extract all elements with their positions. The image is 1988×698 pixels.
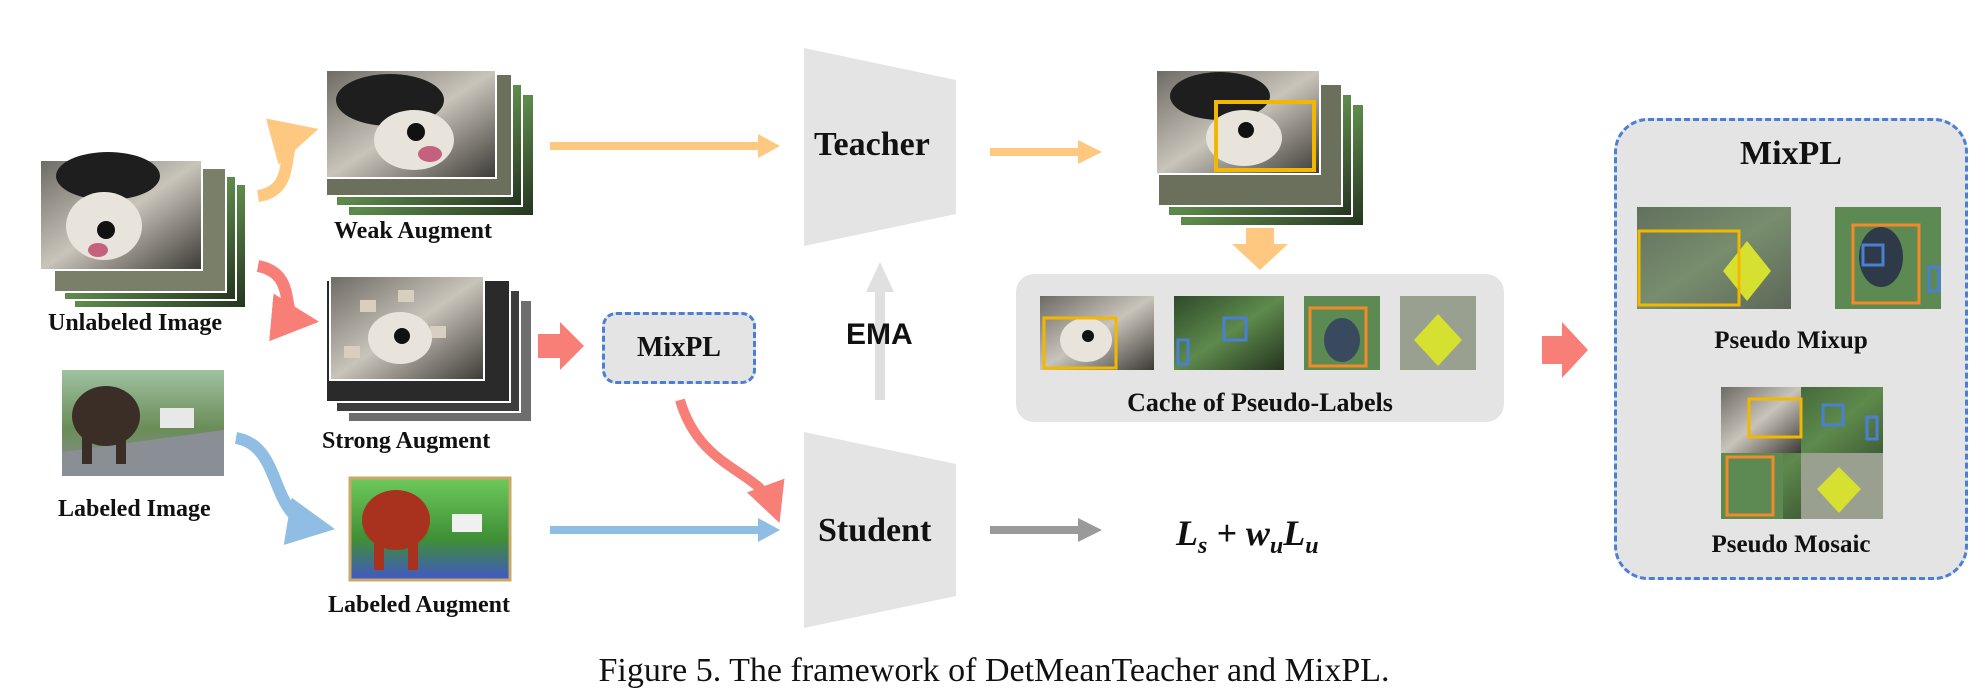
formula-w: w [1245, 513, 1270, 553]
arrowhead-teacher-to-prediction [1078, 140, 1102, 164]
arrow-unlabeled-to-weak [256, 118, 319, 202]
block-arrow-strong-to-mixpl [538, 322, 584, 370]
mixpl-thumbnails [1637, 207, 1941, 519]
loss-formula: Ls + wuLu [1176, 512, 1319, 560]
labeled-image-label: Labeled Image [58, 496, 211, 522]
pseudo-mosaic-label: Pseudo Mosaic [1711, 531, 1871, 558]
weak-augment-label: Weak Augment [334, 218, 493, 244]
formula-sub-u2: u [1305, 533, 1319, 560]
arrow-mixpl-to-student [675, 398, 785, 524]
cache-thumbnails [1040, 296, 1476, 370]
mixpl-panel-title: MixPL [1740, 135, 1842, 172]
strong-augment-label: Strong Augment [322, 428, 491, 454]
arrow-unlabeled-to-strong [256, 260, 320, 342]
cache-thumb-dog [1040, 296, 1154, 370]
labeled-image [62, 370, 224, 476]
unlabeled-image-label: Unlabeled Image [48, 310, 222, 336]
teacher-network [804, 48, 956, 246]
mixpl-module-label: MixPL [637, 332, 721, 363]
pseudo-label-cache [1016, 274, 1504, 422]
arrowhead-labeled-to-student [758, 518, 780, 542]
student-network [804, 432, 956, 628]
labeled-augment-label: Labeled Augment [328, 592, 511, 618]
formula-l-u: L [1283, 513, 1306, 553]
strong-augment-stack [325, 275, 533, 423]
arrowhead-student-to-loss [1078, 518, 1102, 542]
ema-label: EMA [846, 318, 913, 351]
unlabeled-image-stack [39, 152, 247, 309]
block-arrow-cache-to-mixpl [1542, 322, 1588, 378]
formula-sub-u1: u [1269, 533, 1284, 560]
formula-plus: + [1207, 513, 1246, 553]
mixpl-panel: MixPL Pseudo Mixup Pseudo Mosaic [1614, 118, 1968, 580]
pseudo-box-yellow [1214, 100, 1316, 172]
formula-l-s: L [1176, 513, 1198, 553]
cache-thumb-forest [1174, 296, 1284, 370]
arrow-labeled-to-augment [234, 432, 335, 545]
pseudo-mixup-image-2 [1835, 207, 1941, 309]
formula-sub-s: s [1198, 533, 1208, 560]
cache-label: Cache of Pseudo-Labels [1127, 388, 1393, 417]
pseudo-mixup-image [1637, 207, 1791, 309]
figure-caption: Figure 5. The framework of DetMeanTeache… [598, 652, 1390, 689]
labeled-augment-image [348, 476, 512, 582]
teacher-label: Teacher [814, 126, 930, 163]
cache-thumb-bird [1304, 296, 1380, 370]
pseudo-mosaic-image [1721, 387, 1883, 519]
weak-augment-stack [325, 69, 535, 217]
arrowhead-weak-to-teacher [758, 134, 780, 158]
ema-arrowhead [866, 262, 894, 292]
teacher-prediction-stack [1155, 69, 1365, 227]
student-label: Student [818, 512, 932, 549]
mixpl-module: MixPL [602, 312, 756, 384]
cache-thumb-sign [1400, 296, 1476, 370]
arrow-prediction-to-cache [1232, 228, 1288, 270]
pseudo-mixup-label: Pseudo Mixup [1714, 327, 1868, 354]
